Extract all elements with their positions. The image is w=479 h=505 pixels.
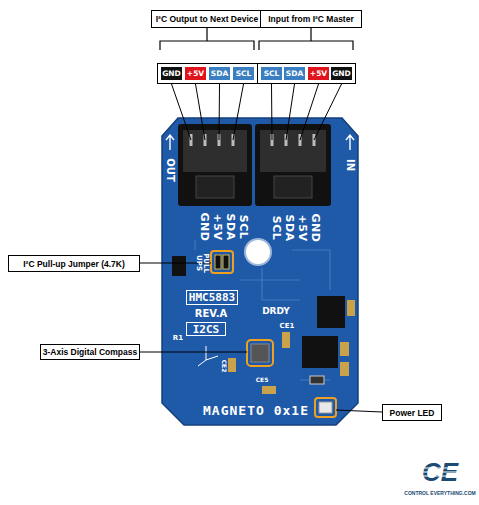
connector-housing [255, 124, 331, 206]
capacitor [262, 386, 276, 394]
silkscreen-text: +5V [212, 214, 223, 241]
silkscreen-text: SCL [271, 216, 282, 241]
pin-name: +5V [310, 69, 327, 78]
connector-pins [190, 134, 316, 146]
pin [285, 134, 288, 146]
ic-chip [302, 336, 338, 368]
silkscreen-text: SCL [238, 215, 249, 240]
power-led [319, 402, 332, 413]
pin-name: GND [332, 69, 351, 78]
board-shape [162, 118, 358, 425]
pin-name: SDA [211, 69, 228, 78]
callout-text: I²C Pull-up Jumper (4.7K) [23, 259, 125, 269]
silkscreen-text: +5V [297, 215, 308, 242]
pin-label: +5V [185, 67, 206, 80]
silkscreen-text: GND [199, 213, 210, 242]
silkscreen-text: IN [345, 159, 355, 171]
pin-frame [258, 64, 356, 84]
jumper-pad [223, 255, 229, 269]
connector-latch [196, 176, 234, 198]
jumper-pad [215, 255, 221, 269]
pin-name: GND [162, 69, 181, 78]
pin-name: SDA [286, 69, 303, 78]
pin [232, 134, 235, 146]
silkscreen-text: DRDY [262, 307, 290, 316]
connector-cavity [183, 130, 247, 172]
silkscreen-text: R1 [173, 335, 183, 342]
ic-chip [172, 256, 186, 276]
pin-label: GND [161, 67, 182, 80]
mount-hole [245, 239, 271, 265]
silkscreen-text: CE2 [221, 360, 227, 373]
pin [299, 134, 302, 146]
capacitor [347, 300, 355, 316]
resistor [310, 376, 324, 384]
pin-label: SDA [284, 67, 305, 80]
silkscreen-text: SDA [284, 214, 295, 241]
pin-label: SCL [233, 67, 254, 80]
ic-chip [317, 296, 345, 328]
callout-text: 3-Axis Digital Compass [43, 347, 137, 357]
silkscreen-box: HMC5883 [186, 290, 238, 305]
callout-box: 3-Axis Digital Compass [40, 344, 140, 360]
logo-stripes [414, 468, 468, 476]
silkscreen-text: PULL UPS [195, 252, 209, 274]
pin-frame [158, 64, 258, 84]
compass-chip [251, 344, 269, 362]
pin-name: +5V [187, 69, 204, 78]
chip-label: I2CS [193, 323, 220, 336]
pin [218, 134, 221, 146]
capacitor [282, 332, 290, 348]
wire [172, 84, 342, 140]
capacitor [228, 358, 236, 372]
pin [204, 134, 207, 146]
direction-arrow [166, 135, 354, 150]
chip-label: HMC5883 [189, 291, 235, 304]
circuit-board: OUTINGND+5VSDASCLSCLSDA+5VGNDPULL UPSREV… [162, 118, 358, 425]
leader-line [140, 263, 382, 412]
connector-housing [178, 124, 252, 206]
silkscreen-text: REV.A [195, 309, 228, 319]
silkscreen-text: CE5 [256, 377, 269, 383]
connector-latch [274, 176, 312, 198]
callout-box: I²C Pull-up Jumper (4.7K) [8, 255, 140, 272]
bracket [259, 28, 353, 50]
silkscreen-text: CE1 [280, 323, 295, 330]
callout-box: Power LED [382, 404, 442, 421]
pin-name: SCL [264, 69, 280, 78]
callout-text: Power LED [390, 408, 435, 418]
pin-label: SCL [261, 67, 282, 80]
silkscreen-text: MAGNETO 0x1E [203, 404, 309, 417]
pin-label: GND [331, 67, 352, 80]
pin-label: SDA [209, 67, 230, 80]
silkscreen-box: I2CS [186, 322, 226, 336]
pin-name: SCL [236, 69, 252, 78]
highlight-outline [315, 398, 336, 417]
bracket [160, 28, 254, 50]
connector-cavity [260, 130, 326, 172]
logo-mark: CE [422, 457, 458, 488]
callout-box: I²C Output to Next Device [151, 10, 263, 28]
callout-text: Input from I²C Master [268, 14, 353, 24]
silkscreen-text: SDA [225, 213, 236, 240]
compass-symbol [198, 346, 218, 366]
pin-label: +5V [308, 67, 329, 80]
highlight-outline [247, 340, 273, 366]
callout-box: Input from I²C Master [260, 10, 362, 28]
capacitor [340, 342, 349, 356]
callout-text: I²C Output to Next Device [156, 14, 258, 24]
logo-text: CONTROL EVERYTHING.COM [404, 490, 475, 496]
silkscreen-text: OUT [165, 158, 175, 181]
pin [313, 134, 316, 146]
pin [190, 134, 193, 146]
highlight-outline [211, 251, 233, 273]
silkscreen-text: GND [310, 214, 321, 243]
board-trace [195, 240, 330, 380]
pin [271, 134, 274, 146]
capacitor [340, 362, 349, 376]
